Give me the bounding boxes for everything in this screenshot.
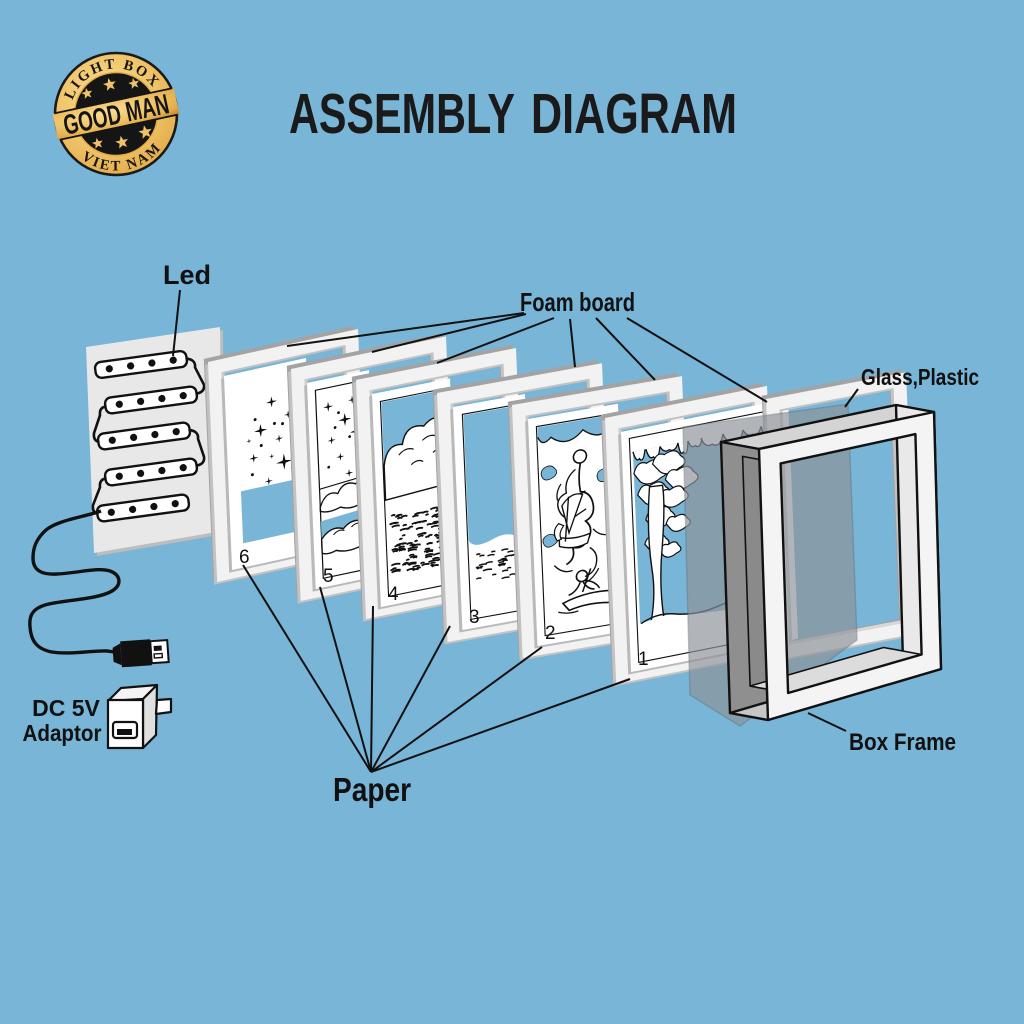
svg-text:1: 1: [638, 649, 649, 670]
svg-text:Paper: Paper: [333, 771, 411, 808]
svg-text:Adaptor: Adaptor: [23, 720, 102, 746]
svg-text:Led: Led: [163, 260, 211, 290]
svg-text:6: 6: [239, 547, 250, 568]
svg-text:2: 2: [545, 623, 556, 644]
svg-text:Foam board: Foam board: [520, 287, 635, 317]
svg-text:5: 5: [323, 566, 334, 587]
svg-text:3: 3: [469, 607, 480, 628]
svg-text:Box Frame: Box Frame: [849, 729, 956, 756]
svg-text:Glass,Plastic: Glass,Plastic: [861, 364, 979, 390]
svg-text:DC 5V: DC 5V: [32, 695, 100, 721]
svg-text:4: 4: [388, 584, 399, 605]
svg-text:DIAGRAM: DIAGRAM: [531, 82, 737, 146]
svg-text:ASSEMBLY: ASSEMBLY: [289, 82, 515, 146]
